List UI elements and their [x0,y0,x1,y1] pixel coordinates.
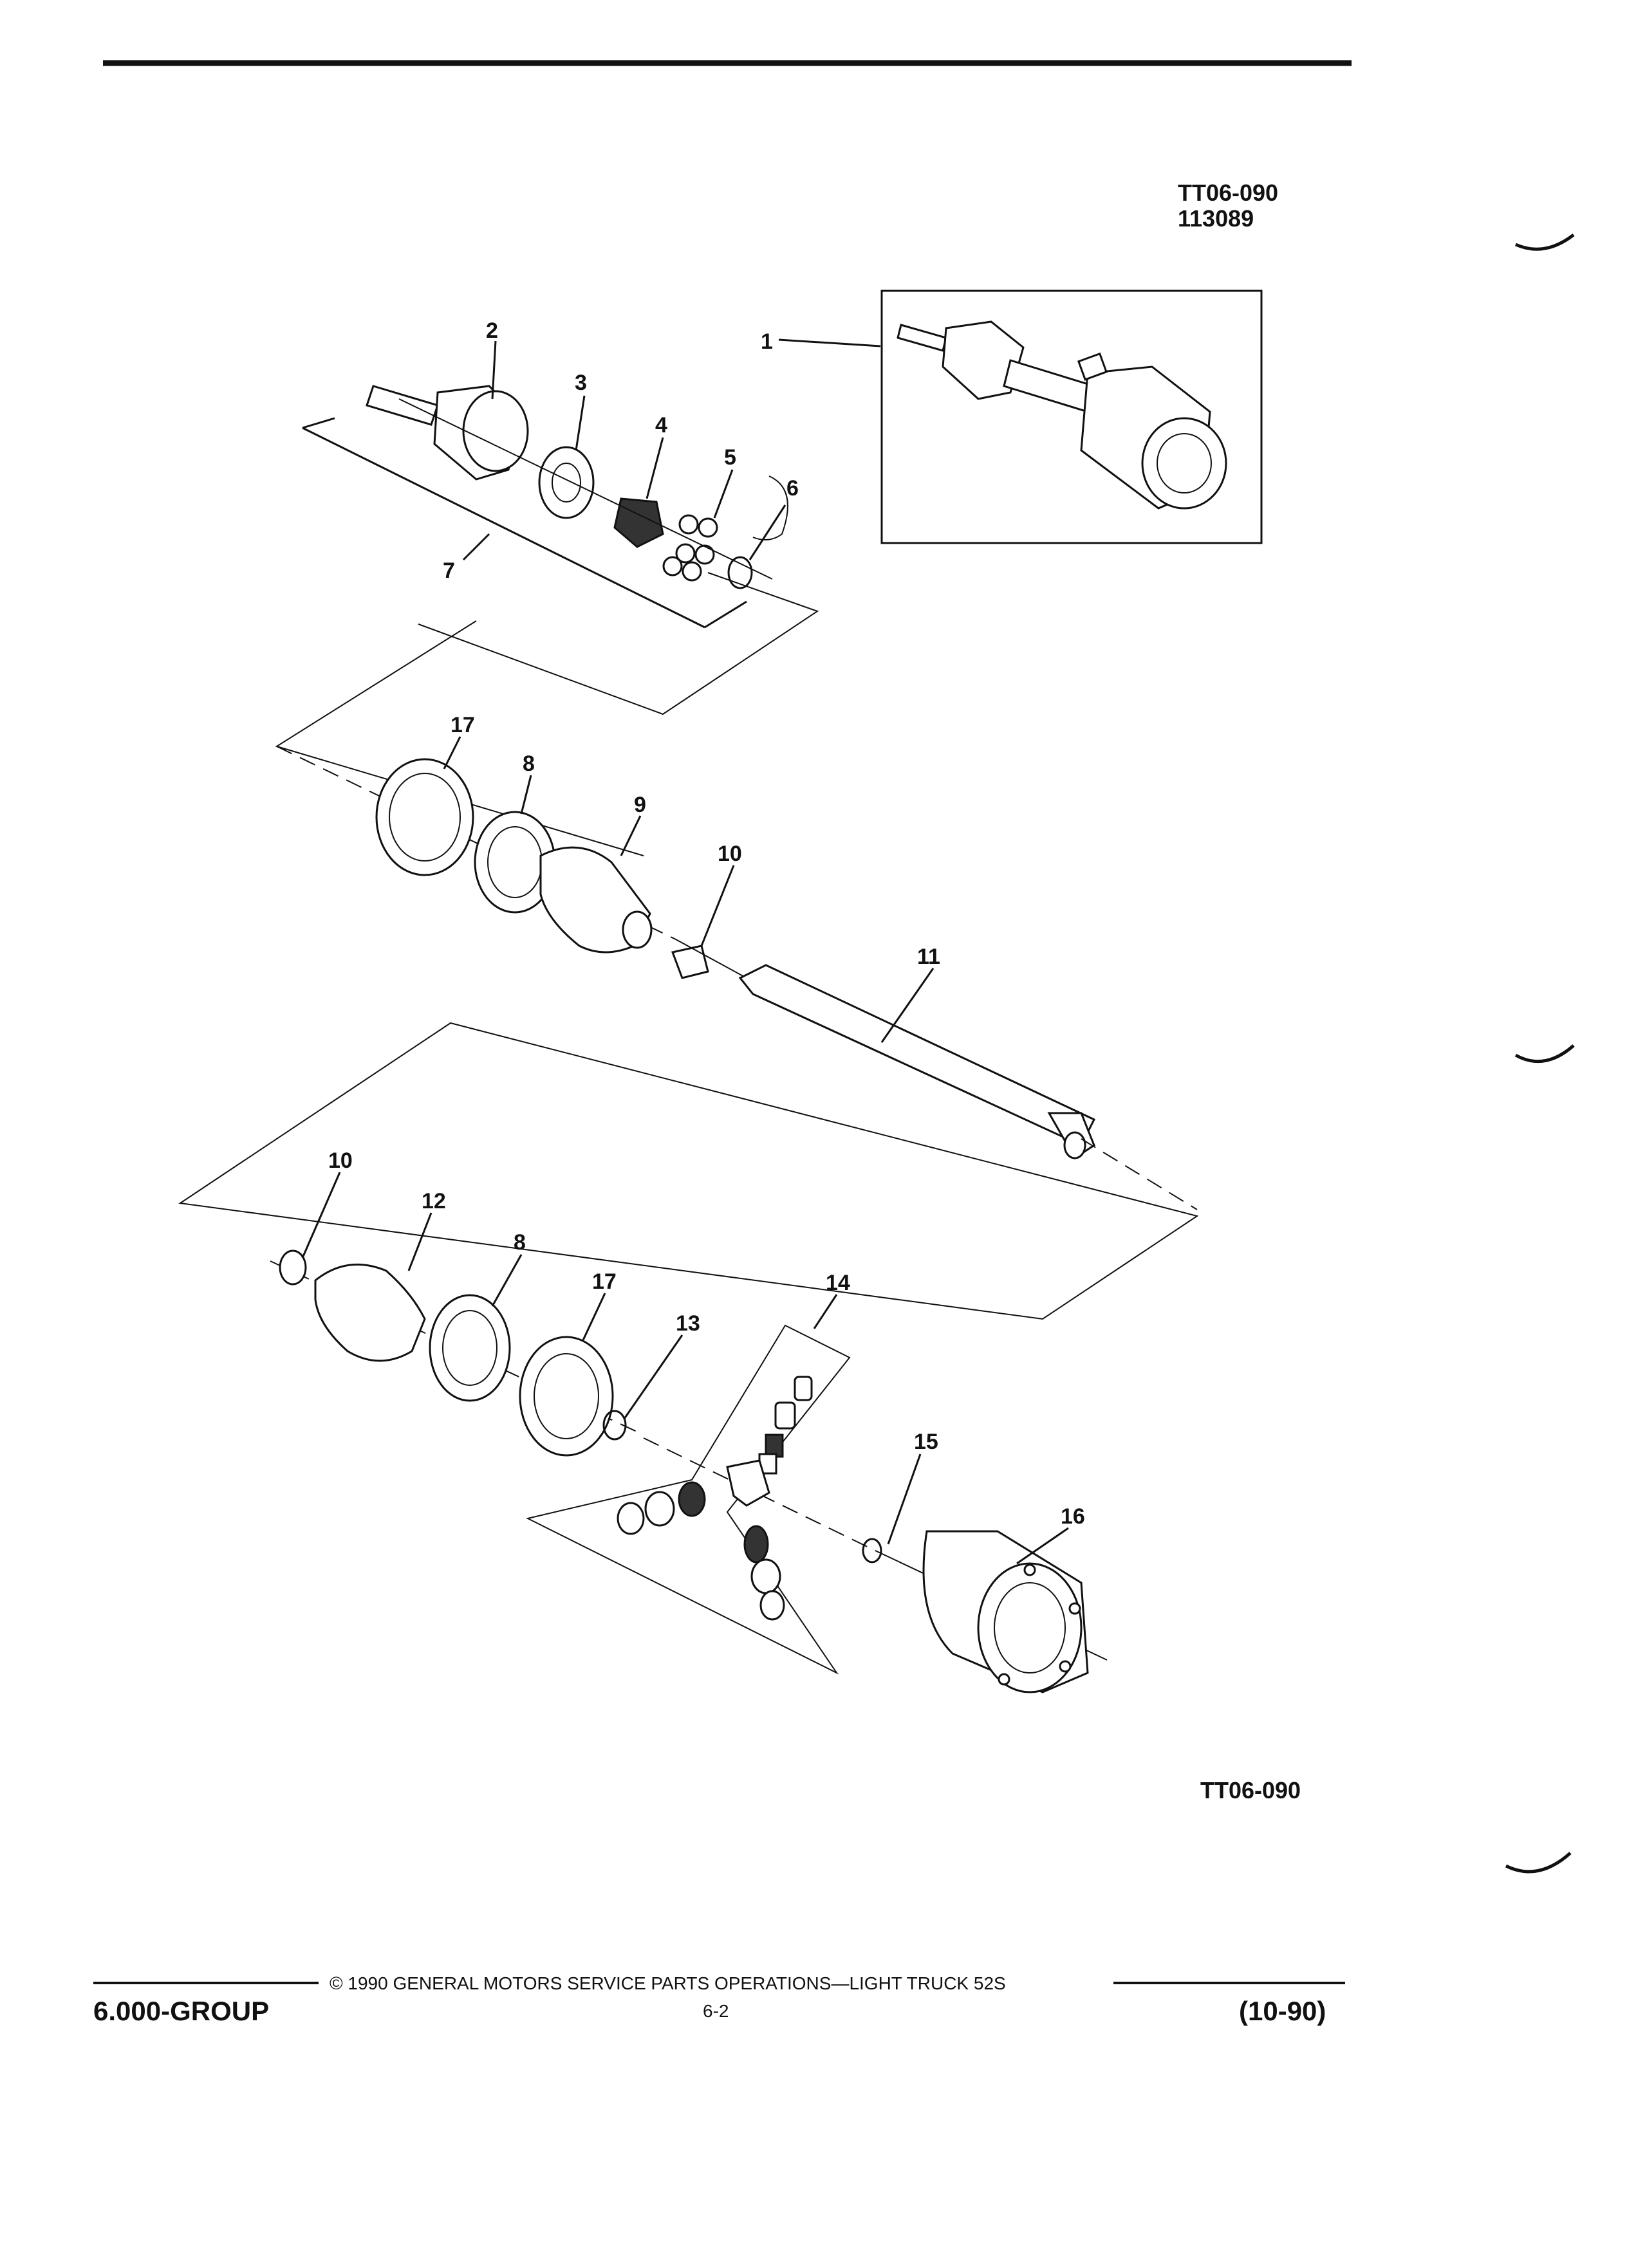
inset-frame [880,290,1263,544]
footer-copyright: © 1990 GENERAL MOTORS SERVICE PARTS OPER… [330,1973,1006,1993]
callout-14: 14 [826,1271,850,1295]
assembly-inset [778,290,1263,544]
footer-revision: (10-90) [1239,1996,1326,2026]
upper-joint-group [302,385,819,715]
outer-housing-group [862,1530,1108,1693]
callout-5: 5 [724,445,736,470]
lower-group [270,1249,644,1457]
footer-page-number: 6-2 [703,2001,729,2021]
callout-10-lower: 10 [328,1148,353,1173]
binder-mark-1 [1514,234,1575,251]
callout-17-upper: 17 [451,713,475,737]
middle-group [275,620,1096,1160]
callout-leaders [301,340,1069,1565]
callout-8-lower: 8 [514,1230,526,1255]
callout-17-lower: 17 [592,1269,617,1294]
callout-8-upper: 8 [523,751,535,776]
footer-group: 6.000-GROUP [93,1996,269,2026]
callout-7: 7 [443,558,455,583]
figure-code: TT06-090 [1178,180,1278,206]
callout-4: 4 [655,413,667,438]
callout-1: 1 [761,329,773,354]
binder-mark-3 [1505,1852,1572,1874]
binder-mark-2 [1514,1044,1575,1064]
callout-3: 3 [575,371,587,395]
callout-12: 12 [422,1189,446,1213]
callout-9: 9 [634,793,646,817]
figure-code-bottom: TT06-090 [1200,1777,1301,1803]
callout-13: 13 [676,1311,700,1336]
callout-2: 2 [486,318,498,343]
callout-10-upper: 10 [718,842,742,866]
callout-11: 11 [917,945,940,969]
callout-15: 15 [914,1430,938,1454]
callout-6: 6 [786,476,799,501]
callout-16: 16 [1061,1504,1085,1529]
tripod-group [526,1324,876,1675]
figure-number: 113089 [1178,205,1254,232]
callout-labels: 1 2 3 4 5 6 7 17 8 9 10 11 10 12 8 17 13… [328,318,1085,1529]
lower-plane-outline [178,1022,1199,1320]
